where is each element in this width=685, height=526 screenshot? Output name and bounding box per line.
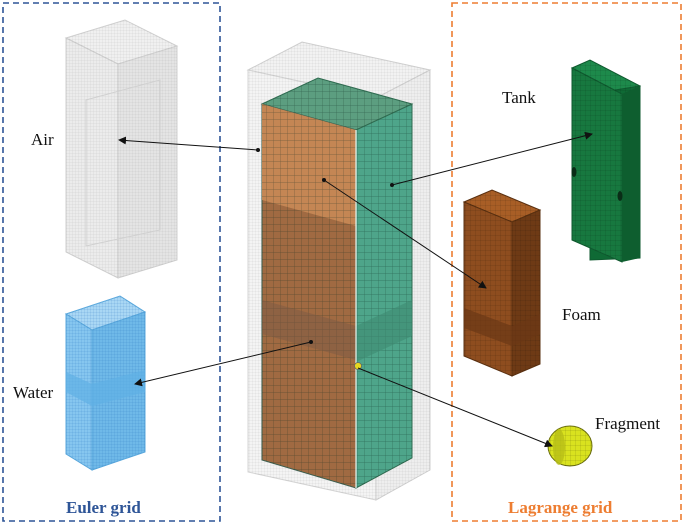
arrow-fragment (357, 367, 553, 448)
arrow-tank (391, 131, 593, 186)
arrows (118, 131, 593, 448)
lagrange-grid-box (451, 2, 682, 522)
central-mesh (246, 41, 432, 501)
fragment-mesh (547, 425, 593, 467)
air-label: Air (31, 130, 54, 149)
foam-label: Foam (562, 305, 601, 324)
foam-mesh (462, 189, 542, 377)
arrow-foam (323, 179, 487, 289)
tank-label: Tank (502, 88, 536, 107)
euler-grid-title: Euler grid (66, 498, 141, 517)
water-mesh (64, 295, 147, 471)
lagrange-grid-title: Lagrange grid (508, 498, 613, 517)
arrow-air (118, 136, 259, 151)
air-mesh (64, 19, 179, 279)
fragment-label: Fragment (595, 414, 661, 433)
arrow-water (134, 341, 312, 387)
tank-mesh (570, 59, 642, 263)
water-label: Water (13, 383, 54, 402)
euler-grid-box (2, 2, 221, 522)
